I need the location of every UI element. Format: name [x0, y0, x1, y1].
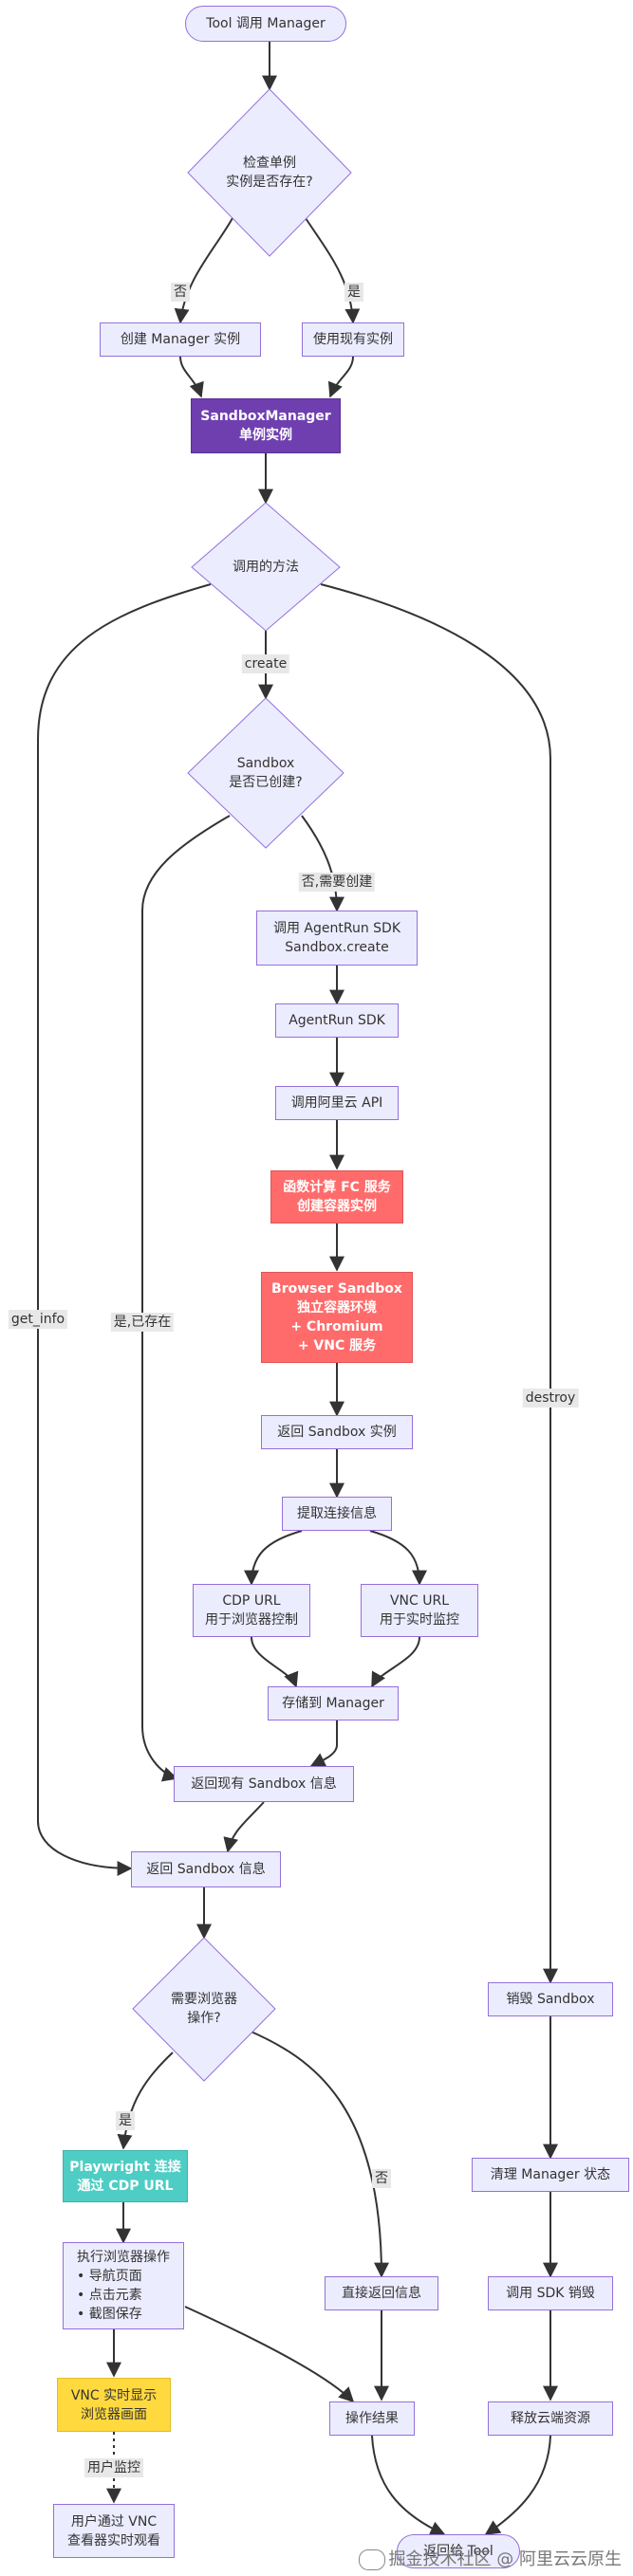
- call-method-diamond: 调用的方法: [233, 560, 299, 575]
- user-watch-node: 用户通过 VNC 查看器实时观看: [53, 2504, 175, 2558]
- edge-sandbox-existing: [141, 815, 231, 1782]
- edge-label-yes2: 是: [116, 2111, 135, 2130]
- fc-service-node: 函数计算 FC 服务 创建容器实例: [270, 1170, 403, 1224]
- edge-label-create: create: [241, 654, 290, 673]
- edge-need-direct: [246, 2029, 389, 2278]
- edge-result-end: [371, 2435, 446, 2536]
- check-singleton-diamond: 检查单例 实例是否存在?: [226, 156, 313, 190]
- start-node: Tool 调用 Manager: [185, 6, 346, 42]
- diamond-need-browser: [132, 1937, 276, 2082]
- end-node: 返回给 Tool: [397, 2534, 520, 2568]
- edge-use-mgr: [327, 356, 354, 398]
- call-sdk-destroy-node: 调用 SDK 销毁: [488, 2276, 613, 2310]
- playwright-node: Playwright 连接 通过 CDP URL: [63, 2150, 188, 2202]
- vnc-display-node: VNC 实时显示 浏览器画面: [57, 2378, 171, 2432]
- release-node: 释放云端资源: [488, 2401, 613, 2436]
- use-existing-node: 使用现有实例: [302, 322, 404, 357]
- clear-state-node: 清理 Manager 状态: [472, 2158, 629, 2192]
- call-agentrun-node: 调用 AgentRun SDK Sandbox.create: [256, 911, 418, 966]
- edge-extract-vnc: [369, 1530, 427, 1586]
- agentrun-sdk-node: AgentRun SDK: [275, 1003, 399, 1038]
- edge-existing-info: [223, 1801, 265, 1853]
- edge-create-mgr: [179, 356, 204, 398]
- edge-method-destroy: [320, 583, 558, 1984]
- edge-check-create: [174, 217, 233, 324]
- edge-sandbox-agentrun: [301, 815, 344, 912]
- edge-release-end: [484, 2435, 551, 2535]
- return-info-node: 返回 Sandbox 信息: [131, 1851, 281, 1887]
- diamond-sandbox-created: [187, 697, 344, 849]
- edge-label-no: 否: [171, 283, 190, 302]
- edge-method-getinfo: [37, 583, 212, 1876]
- edge-label-get-info: get_info: [8, 1310, 68, 1329]
- watermark-logo-icon: [358, 2549, 385, 2570]
- edge-label-no-need-create: 否,需要创建: [298, 873, 376, 892]
- diamond-check-singleton: [187, 88, 352, 257]
- edge-label-destroy: destroy: [522, 1389, 579, 1408]
- cdp-url-node: CDP URL 用于浏览器控制: [193, 1584, 310, 1637]
- op-result-node: 操作结果: [329, 2401, 415, 2436]
- call-aliyun-node: 调用阿里云 API: [275, 1086, 399, 1120]
- edge-label-yes: 是: [344, 283, 363, 302]
- sandbox-manager-node: SandboxManager 单例实例: [191, 398, 341, 453]
- edge-exec-result: [184, 2306, 355, 2403]
- return-instance-node: 返回 Sandbox 实例: [261, 1415, 413, 1449]
- edge-label-no2: 否: [372, 2169, 391, 2188]
- watermark-text: 掘金技术社区 @ 阿里云云原生: [388, 2549, 622, 2569]
- extract-info-node: 提取连接信息: [282, 1497, 392, 1531]
- edge-extract-cdp: [244, 1530, 303, 1586]
- store-manager-node: 存储到 Manager: [268, 1686, 399, 1720]
- watermark: 掘金技术社区 @ 阿里云云原生: [358, 2546, 622, 2570]
- edge-store-existing: [309, 1720, 338, 1767]
- sandbox-created-diamond: Sandbox 是否已创建?: [229, 756, 303, 790]
- create-manager-node: 创建 Manager 实例: [100, 322, 261, 357]
- edge-label-user-monitor: 用户监控: [84, 2458, 143, 2477]
- direct-return-node: 直接返回信息: [325, 2276, 438, 2310]
- destroy-sandbox-node: 销毁 Sandbox: [488, 1982, 613, 2016]
- edge-check-use: [305, 217, 361, 324]
- vnc-url-node: VNC URL 用于实时监控: [361, 1584, 478, 1637]
- diamond-call-method: [191, 502, 341, 632]
- exec-ops-node: 执行浏览器操作 • 导航页面 • 点击元素 • 截图保存: [63, 2242, 184, 2329]
- edge-vnc-store: [371, 1636, 420, 1688]
- browser-sandbox-node: Browser Sandbox 独立容器环境 + Chromium + VNC …: [261, 1272, 413, 1363]
- edge-label-yes-exists: 是,已存在: [110, 1313, 175, 1332]
- edge-cdp-store: [251, 1636, 299, 1688]
- edge-need-playwright: [117, 2052, 174, 2150]
- return-existing-node: 返回现有 Sandbox 信息: [174, 1766, 354, 1802]
- need-browser-diamond: 需要浏览器 操作?: [171, 1992, 237, 2026]
